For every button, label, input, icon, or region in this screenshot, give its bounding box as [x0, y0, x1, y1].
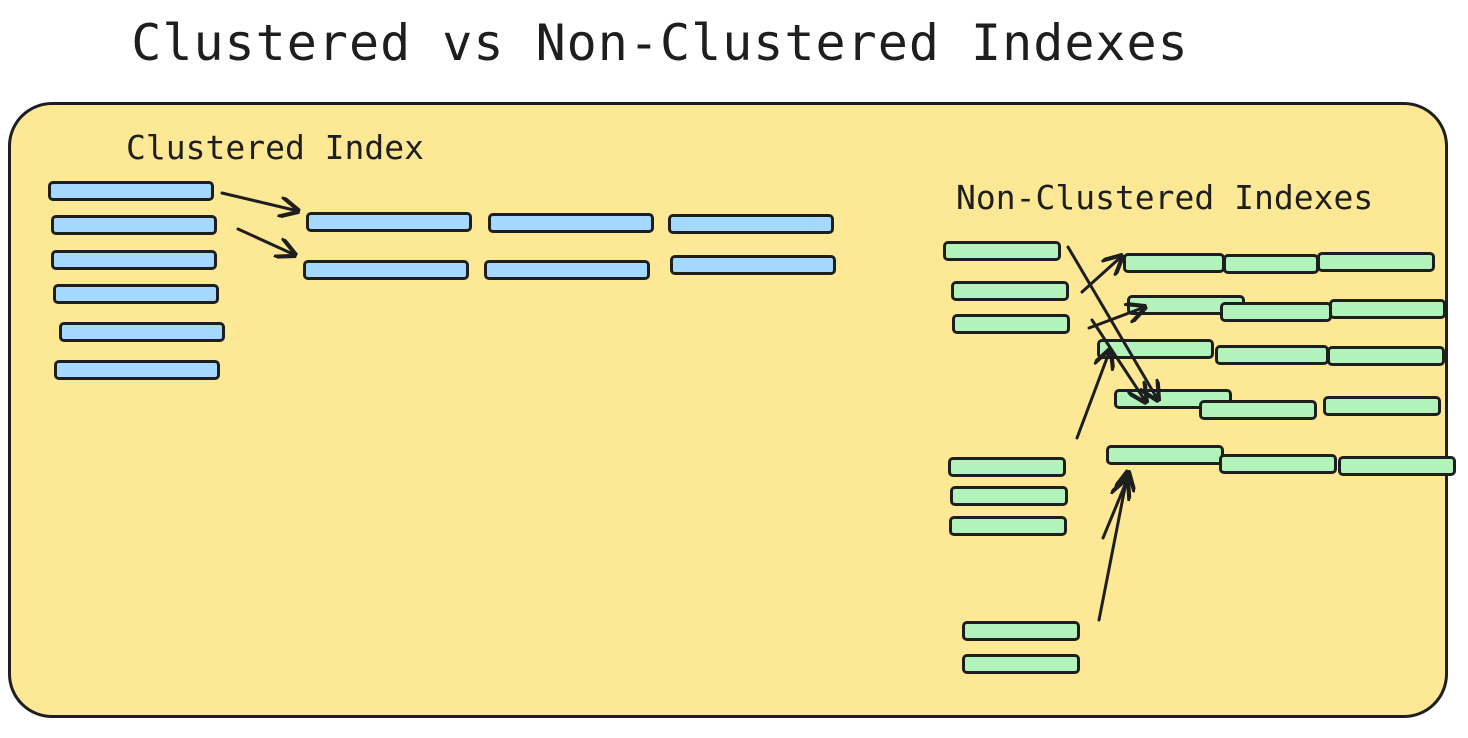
clustered-row-bar [668, 214, 834, 234]
table-row-bar [1219, 454, 1337, 474]
arrow-icon [236, 227, 295, 255]
table-row-bar [1329, 299, 1446, 319]
arrow-icon [1075, 350, 1110, 440]
nonclustered-key-bar [948, 457, 1066, 477]
arrow-icon [1080, 256, 1122, 294]
arrow-icon [220, 191, 298, 211]
arrow-icon [1090, 318, 1146, 402]
nonclustered-key-bar [962, 621, 1080, 641]
clustered-key-bar [51, 215, 217, 235]
clustered-row-bar [484, 260, 650, 280]
nonclustered-key-bar [943, 241, 1061, 261]
nonclustered-key-bar [951, 281, 1069, 301]
clustered-index-label: Clustered Index [126, 128, 425, 167]
clustered-key-bar [59, 322, 225, 342]
table-row-bar [1327, 346, 1445, 366]
nonclustered-key-bar [962, 654, 1080, 674]
nonclustered-key-bar [952, 314, 1070, 334]
diagram-title: Clustered vs Non-Clustered Indexes [131, 14, 1189, 72]
table-row-bar [1199, 400, 1317, 420]
table-row-bar [1317, 252, 1435, 272]
clustered-row-bar [488, 213, 654, 233]
clustered-key-bar [53, 284, 219, 304]
clustered-key-bar [48, 181, 214, 201]
clustered-row-bar [670, 255, 836, 275]
clustered-key-bar [51, 250, 217, 270]
arrow-icon [1097, 472, 1128, 622]
clustered-row-bar [303, 260, 469, 280]
table-row-bar [1323, 396, 1441, 416]
table-row-bar [1338, 456, 1456, 476]
nonclustered-indexes-label: Non-Clustered Indexes [956, 178, 1374, 217]
nonclustered-key-bar [950, 486, 1068, 506]
arrow-icon [1066, 245, 1158, 400]
arrow-icon [1101, 480, 1127, 540]
nonclustered-key-bar [949, 516, 1067, 536]
clustered-key-bar [54, 360, 220, 380]
arrow-icon [1087, 307, 1145, 330]
clustered-row-bar [306, 212, 472, 232]
